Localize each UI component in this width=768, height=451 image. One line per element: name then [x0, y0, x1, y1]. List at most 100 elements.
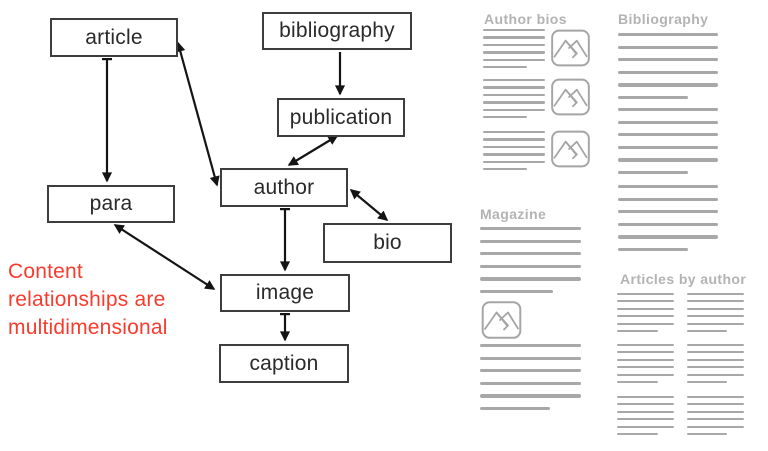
placeholder-line [618, 45, 718, 49]
diagram-node-author: author [220, 168, 348, 207]
placeholder-line [618, 210, 718, 214]
placeholder-line [617, 330, 658, 332]
placeholder-text-block-articles-by-author [617, 293, 674, 337]
image-placeholder-icon [481, 301, 522, 339]
placeholder-line [483, 51, 545, 54]
placeholder-line [617, 344, 674, 346]
placeholder-line [618, 83, 718, 87]
placeholder-line [617, 425, 674, 428]
placeholder-line [480, 407, 550, 411]
placeholder-line [617, 381, 658, 383]
placeholder-line [483, 58, 545, 61]
placeholder-line [687, 396, 744, 398]
placeholder-line [617, 410, 674, 413]
placeholder-line [617, 396, 674, 398]
placeholder-line [618, 235, 718, 239]
placeholder-line [480, 252, 581, 256]
placeholder-line [687, 366, 744, 369]
placeholder-line [617, 366, 674, 369]
placeholder-line [483, 153, 545, 156]
diagram-edge-author-bio [349, 189, 389, 221]
diagram-node-image: image [220, 274, 350, 312]
placeholder-text-block-bibliography [618, 185, 718, 261]
placeholder-line [687, 300, 744, 303]
placeholder-line [618, 197, 718, 201]
placeholder-text-block-author-bios [483, 29, 545, 73]
placeholder-line [687, 293, 744, 295]
placeholder-line [618, 158, 718, 162]
placeholder-line [618, 58, 718, 62]
diagram-node-article: article [50, 18, 178, 57]
placeholder-line [618, 133, 718, 137]
placeholder-line [618, 222, 718, 226]
placeholder-line [480, 369, 581, 373]
placeholder-line [687, 403, 744, 406]
placeholder-line [480, 344, 581, 348]
diagram-edge-article-author [175, 41, 220, 187]
placeholder-text-block-articles-by-author [617, 396, 674, 440]
placeholder-line [483, 66, 527, 69]
placeholder-text-block-articles-by-author [687, 293, 744, 337]
placeholder-line [687, 307, 744, 310]
placeholder-text-block-bibliography [618, 108, 718, 184]
placeholder-line [617, 293, 674, 295]
placeholder-line [483, 86, 545, 89]
placeholder-line [483, 79, 545, 82]
placeholder-line [687, 425, 744, 428]
placeholder-line [483, 29, 545, 32]
placeholder-line [687, 418, 744, 421]
wireframe-heading-bibliography: Bibliography [618, 11, 709, 27]
note-text: Content relationships are multidimension… [8, 260, 168, 339]
placeholder-line [480, 227, 581, 231]
placeholder-line [618, 108, 718, 112]
diagram-edge-publication-author [287, 135, 339, 166]
diagram-node-bibliography: bibliography [262, 12, 412, 50]
placeholder-line [617, 358, 674, 361]
placeholder-text-block-bibliography [618, 33, 718, 109]
placeholder-line [687, 315, 744, 318]
diagram-node-bio: bio [323, 223, 452, 263]
placeholder-line [483, 131, 545, 134]
placeholder-line [480, 394, 581, 398]
placeholder-text-block-magazine [480, 344, 581, 420]
placeholder-line [483, 93, 545, 97]
image-placeholder-icon [551, 78, 590, 116]
placeholder-line [618, 171, 688, 175]
placeholder-text-block-magazine [480, 227, 581, 303]
placeholder-line [687, 344, 744, 346]
placeholder-text-block-articles-by-author [687, 396, 744, 440]
placeholder-line [617, 315, 674, 318]
placeholder-line [687, 410, 744, 413]
placeholder-line [483, 43, 545, 47]
diagram-node-caption: caption [219, 344, 349, 383]
placeholder-line [687, 381, 727, 383]
placeholder-line [483, 168, 527, 171]
image-placeholder-icon [551, 29, 590, 67]
wireframe-heading-articles-by-author: Articles by author [620, 271, 747, 287]
placeholder-line [687, 322, 744, 325]
placeholder-line [480, 264, 581, 268]
placeholder-line [618, 70, 718, 74]
placeholder-line [617, 322, 674, 325]
placeholder-line [480, 277, 581, 281]
placeholder-line [687, 433, 727, 435]
placeholder-line [687, 358, 744, 361]
placeholder-line [617, 373, 674, 376]
placeholder-text-block-author-bios [483, 79, 545, 123]
placeholder-line [480, 381, 581, 385]
placeholder-line [480, 290, 553, 294]
placeholder-line [618, 248, 688, 252]
placeholder-line [480, 239, 581, 243]
placeholder-line [617, 418, 674, 421]
placeholder-line [617, 307, 674, 310]
placeholder-text-block-articles-by-author [687, 344, 744, 388]
placeholder-line [483, 36, 545, 39]
placeholder-line [617, 300, 674, 303]
placeholder-line [618, 145, 718, 149]
placeholder-line [617, 433, 658, 435]
placeholder-line [618, 33, 718, 37]
placeholder-line [483, 108, 545, 111]
wireframe-heading-author-bios: Author bios [484, 11, 567, 27]
